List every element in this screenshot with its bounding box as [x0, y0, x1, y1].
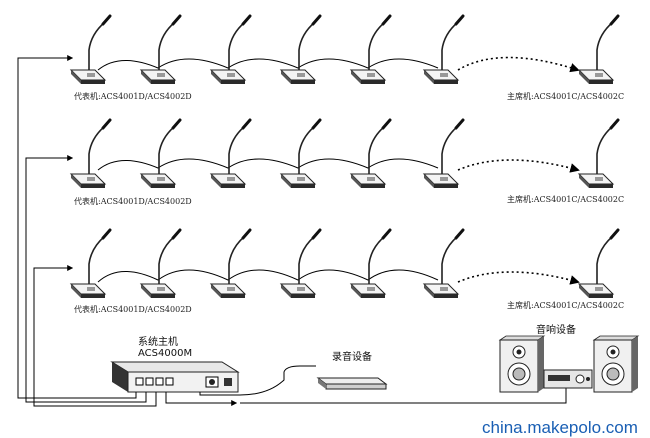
speaker-system: 音响设备	[498, 323, 640, 393]
delegate-unit	[69, 228, 112, 300]
chairman-label: 主席机:ACS4001C/ACS4002C	[507, 91, 624, 101]
delegate-unit	[209, 228, 252, 300]
row-3-chairman-link	[457, 271, 580, 285]
delegate-unit	[139, 228, 182, 300]
chairman-unit	[577, 228, 620, 300]
delegate-unit	[349, 228, 392, 300]
delegate-unit	[422, 118, 465, 190]
delegate-unit	[349, 118, 392, 190]
host-model: ACS4000M	[138, 348, 192, 359]
delegate-unit	[279, 14, 322, 86]
row-2-chairman-link	[457, 159, 580, 173]
recorder: 录音设备	[316, 350, 388, 390]
row-2-cable	[25, 158, 72, 380]
system-host: 系统主机 ACS4000M	[110, 335, 240, 393]
delegate-unit	[209, 118, 252, 190]
row-3: 代表机:ACS4001D/ACS4002D 主席机:ACS4001C/ACS40…	[33, 228, 624, 385]
watermark: china.makepolo.com	[482, 418, 638, 437]
host-title: 系统主机	[138, 335, 178, 348]
chairman-label: 主席机:ACS4001C/ACS4002C	[507, 300, 624, 310]
delegate-unit	[139, 118, 182, 190]
delegate-unit	[69, 14, 112, 86]
delegate-unit	[69, 118, 112, 190]
delegate-unit	[139, 14, 182, 86]
speakers-label: 音响设备	[536, 323, 576, 336]
host-cable-row-1	[17, 375, 137, 399]
row-1: 代表机:ACS4001D/ACS4002D 主席机:ACS4001C/ACS40…	[17, 14, 624, 375]
host-to-speakers-cable	[165, 392, 238, 406]
recorder-label: 录音设备	[332, 350, 372, 363]
host-to-recorder-cable	[199, 365, 316, 396]
delegate-label: 代表机:ACS4001D/ACS4002D	[74, 304, 192, 314]
chairman-unit	[577, 14, 620, 86]
row-1-cable	[17, 58, 72, 375]
delegate-unit	[422, 14, 465, 86]
speakers-return-cable	[240, 384, 567, 404]
chairman-label: 主席机:ACS4001C/ACS4002C	[507, 194, 624, 204]
chairman-unit	[577, 118, 620, 190]
delegate-unit	[209, 14, 252, 86]
host-cable-row-3	[33, 385, 157, 407]
delegate-label: 代表机:ACS4001D/ACS4002D	[74, 91, 192, 101]
row-3-chain	[97, 269, 439, 283]
row-2: 代表机:ACS4001D/ACS4002D 主席机:ACS4001C/ACS40…	[25, 118, 624, 380]
delegate-label: 代表机:ACS4001D/ACS4002D	[74, 196, 192, 206]
row-2-chain	[97, 158, 439, 171]
delegate-unit	[422, 228, 465, 300]
delegate-unit	[279, 228, 322, 300]
delegate-unit	[349, 14, 392, 86]
host-cable-row-2	[25, 380, 147, 403]
row-1-chain	[97, 58, 439, 71]
delegate-unit	[279, 118, 322, 190]
row-3-cable	[33, 268, 72, 385]
row-1-chairman-link	[457, 56, 580, 73]
